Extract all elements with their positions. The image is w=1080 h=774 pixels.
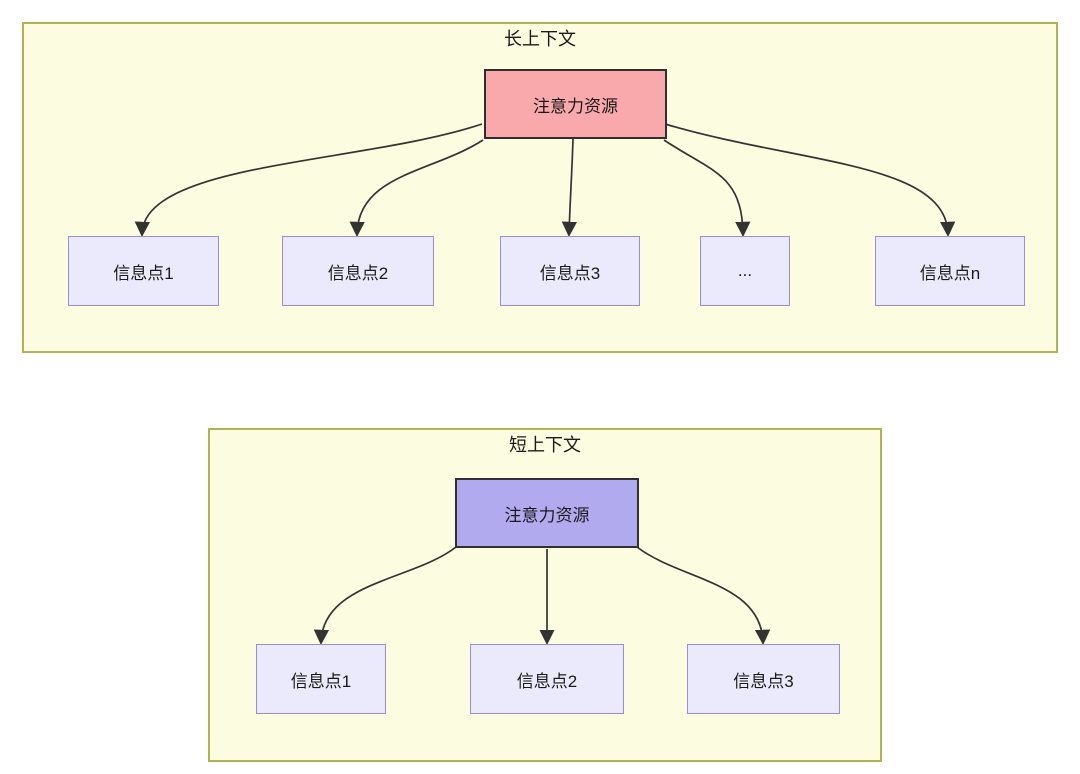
node-label: ... — [737, 261, 753, 280]
connector-attention-to-info5 — [664, 123, 956, 238]
long-info-node-ellipsis: ... — [700, 236, 790, 306]
node-label: 信息点1 — [113, 263, 174, 283]
node-label: 信息点1 — [290, 671, 352, 691]
long-attention-resource-node: 注意力资源 — [484, 69, 667, 139]
long-context-container: 长上下文 注意力资源 信息点1 信息点2 信息点3 ... 信息点n — [22, 22, 1058, 353]
long-info-node-2: 信息点2 — [282, 236, 434, 306]
short-context-container: 短上下文 注意力资源 信息点1 信息点2 信息点3 — [208, 428, 882, 762]
short-attention-resource-node: 注意力资源 — [455, 478, 639, 548]
long-context-title: 长上下文 — [504, 29, 576, 49]
node-label: 注意力资源 — [504, 505, 590, 525]
connector-attention-to-info3 — [561, 138, 578, 238]
connector-attention-to-info4 — [663, 139, 751, 238]
node-label: 信息点2 — [516, 671, 578, 691]
node-label: 注意力资源 — [533, 96, 618, 116]
connector-attention-to-info1 — [313, 546, 457, 646]
connector-attention-to-info2 — [349, 139, 484, 238]
connector-attention-to-info3 — [636, 546, 771, 646]
node-label: 信息点2 — [327, 263, 389, 283]
node-label: 信息点3 — [539, 263, 601, 283]
node-label: 信息点3 — [733, 671, 794, 691]
node-label: 信息点n — [919, 263, 981, 283]
connector-attention-to-info1 — [134, 123, 483, 238]
long-info-node-3: 信息点3 — [500, 236, 640, 306]
short-info-node-2: 信息点2 — [470, 644, 624, 714]
long-info-node-n: 信息点n — [875, 236, 1025, 306]
long-info-node-1: 信息点1 — [68, 236, 219, 306]
short-info-node-1: 信息点1 — [256, 644, 386, 714]
short-info-node-3: 信息点3 — [687, 644, 840, 714]
short-context-title: 短上下文 — [509, 435, 581, 455]
